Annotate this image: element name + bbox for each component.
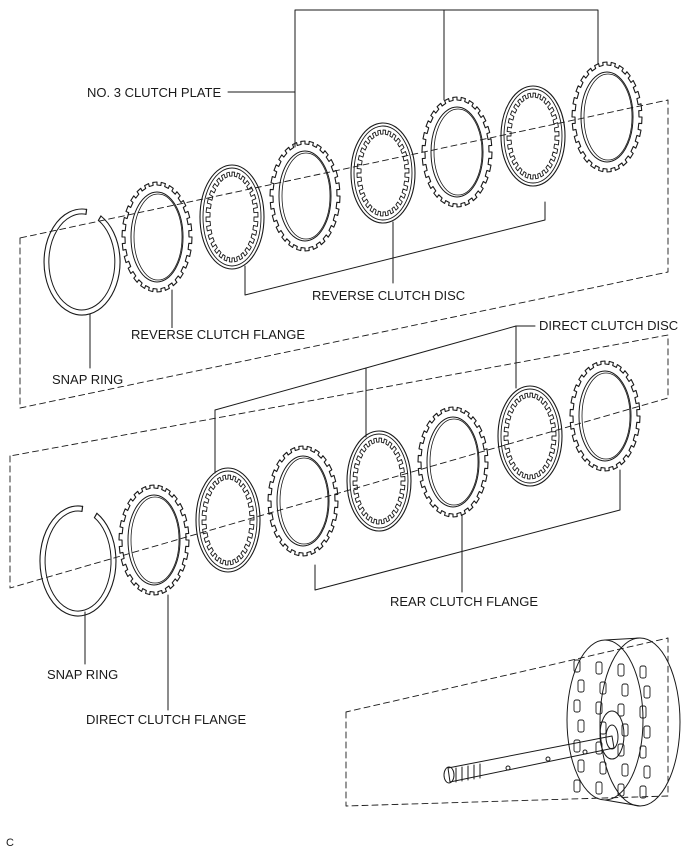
drum-slot — [617, 743, 625, 757]
leader-lines — [84, 9, 621, 711]
reverse-clutch-disc-1 — [199, 164, 265, 270]
drum-slot — [621, 723, 629, 737]
label-reverse-clutch-disc: REVERSE CLUTCH DISC — [311, 288, 467, 303]
drum-slot — [595, 741, 603, 755]
lower-snap-ring — [39, 505, 117, 617]
label-no3-clutch-plate: NO. 3 CLUTCH PLATE — [86, 85, 223, 100]
drum-slot — [617, 783, 625, 797]
corner-mark: C — [6, 837, 14, 849]
rear-clutch-flange-1 — [267, 445, 339, 557]
no3-plate-bracket — [227, 91, 296, 148]
shaft-end — [443, 766, 455, 784]
upper-snap-ring — [43, 208, 121, 316]
input-shaft — [447, 735, 615, 783]
direct-disc-branch — [365, 325, 517, 369]
reverse-clutch-disc-3 — [500, 85, 566, 187]
clutch-drum-with-input-shaft-icon — [443, 637, 681, 807]
direct-clutch-disc-1 — [195, 467, 261, 573]
drum-slot — [577, 719, 585, 733]
label-direct-clutch-flange: DIRECT CLUTCH FLANGE — [85, 712, 248, 727]
drum-slot — [643, 765, 651, 779]
upper-dashed-projection — [19, 99, 669, 409]
drum-slots — [573, 659, 651, 799]
drum-slot — [573, 659, 581, 673]
drum-slot — [639, 745, 647, 759]
rear-flange-bracket — [314, 469, 621, 591]
drum-slot — [573, 779, 581, 793]
rear-clutch-flange-2 — [417, 406, 489, 518]
shaft-splines — [455, 763, 481, 783]
drum-slot — [577, 679, 585, 693]
drum-slot — [595, 701, 603, 715]
direct-clutch-flange — [118, 484, 190, 596]
drum-slot — [621, 683, 629, 697]
drum-slot — [639, 665, 647, 679]
drum-hub — [599, 710, 625, 760]
reverse-clutch-flange — [121, 181, 193, 293]
drum-slot — [639, 705, 647, 719]
drum-hub-inner — [605, 724, 619, 750]
reverse-clutch-disc-2 — [350, 122, 416, 224]
drum-slot — [599, 761, 607, 775]
reverse-disc-bracket — [244, 201, 546, 296]
label-rear-clutch-flange: REAR CLUTCH FLANGE — [389, 594, 540, 609]
drum-slot — [599, 721, 607, 735]
no3-plate-bracket-top — [294, 9, 599, 93]
direct-clutch-disc-3 — [497, 385, 563, 487]
drum-slot — [617, 663, 625, 677]
clutch-parts — [39, 61, 643, 617]
drum-bottom-edge — [604, 799, 641, 807]
shaft-hole-1 — [505, 765, 511, 771]
direct-disc-bracket — [214, 367, 367, 474]
no3-clutch-plate-1 — [269, 140, 341, 252]
drum-slot — [577, 759, 585, 773]
no3-clutch-plate-3 — [571, 61, 643, 173]
drum-slot — [599, 681, 607, 695]
drum-slot — [595, 661, 603, 675]
drum-slot — [639, 785, 647, 799]
label-snap-ring-upper: SNAP RING — [51, 372, 125, 387]
rear-clutch-flange-3 — [569, 360, 641, 472]
drum-slot — [621, 763, 629, 777]
no3-clutch-plate-2 — [421, 96, 493, 208]
lower-dashed-projection — [9, 334, 669, 589]
drum-top-edge — [604, 637, 641, 641]
drum-slot — [643, 685, 651, 699]
label-reverse-clutch-flange: REVERSE CLUTCH FLANGE — [130, 327, 307, 342]
assembly-dashed-projection — [345, 637, 669, 807]
drum-slot — [643, 725, 651, 739]
drum-slot — [573, 739, 581, 753]
shaft-hole-3 — [582, 749, 588, 755]
shaft-hole-2 — [545, 756, 551, 762]
drum-slot — [573, 699, 581, 713]
label-direct-clutch-disc: DIRECT CLUTCH DISC — [538, 318, 680, 333]
direct-clutch-disc-2 — [346, 430, 412, 532]
drum-slot — [595, 781, 603, 795]
drum-slot — [617, 703, 625, 717]
label-snap-ring-lower: SNAP RING — [46, 667, 120, 682]
